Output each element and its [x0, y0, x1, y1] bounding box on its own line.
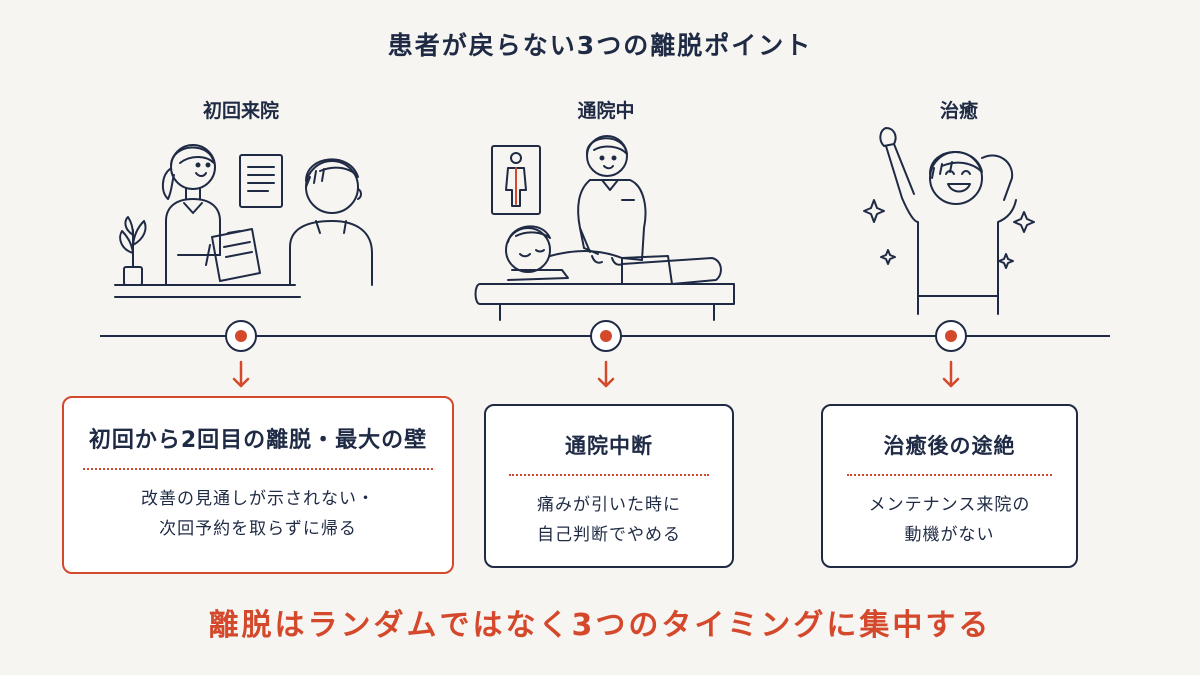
card-line: 改善の見通しが示されない・	[141, 489, 375, 509]
card-title: 通院中断	[565, 434, 653, 458]
happy-person-illustration	[858, 118, 1038, 318]
timeline-marker-during-treatment	[590, 320, 622, 352]
reception-illustration	[110, 125, 380, 315]
timeline-marker-recovery	[935, 320, 967, 352]
dotted-separator	[847, 474, 1052, 476]
sparkle-icon	[863, 199, 885, 223]
card-title: 初回から2回目の離脱・最大の壁	[88, 428, 428, 453]
sparkle-icon	[1013, 211, 1035, 233]
card-line: 痛みが引いた時に	[537, 495, 681, 515]
card-line: 自己判断でやめる	[537, 525, 681, 545]
dotted-separator	[83, 468, 433, 470]
card-title: 治癒後の途絶	[883, 434, 1016, 458]
card-during-treatment: 通院中断 痛みが引いた時に 自己判断でやめる	[484, 404, 734, 568]
anatomy-chart-icon	[491, 145, 541, 215]
diagram-title: 患者が戻らない3つの離脱ポイント	[387, 31, 813, 60]
document-icon	[239, 154, 283, 208]
card-line: 次回予約を取らずに帰る	[159, 519, 357, 539]
sparkle-icon	[880, 249, 896, 265]
down-arrow-icon	[231, 360, 251, 394]
card-first-visit: 初回から2回目の離脱・最大の壁 改善の見通しが示されない・ 次回予約を取らずに帰…	[62, 396, 454, 574]
down-arrow-icon	[596, 360, 616, 394]
plant-pot-icon	[123, 266, 143, 286]
footer-conclusion: 離脱はランダムではなく3つのタイミングに集中する	[208, 608, 992, 643]
card-line: 動機がない	[904, 525, 995, 545]
card-recovery: 治癒後の途絶 メンテナンス来院の 動機がない	[821, 404, 1078, 568]
stage-label-during-treatment: 通院中	[577, 100, 635, 122]
massage-illustration	[472, 128, 742, 323]
dotted-separator	[509, 474, 709, 476]
card-line: メンテナンス来院の	[868, 495, 1031, 515]
down-arrow-icon	[941, 360, 961, 394]
stage-label-recovery: 治癒	[939, 100, 978, 122]
timeline-marker-first-visit	[225, 320, 257, 352]
sparkle-icon	[998, 253, 1014, 269]
stage-label-first-visit: 初回来院	[202, 100, 279, 122]
